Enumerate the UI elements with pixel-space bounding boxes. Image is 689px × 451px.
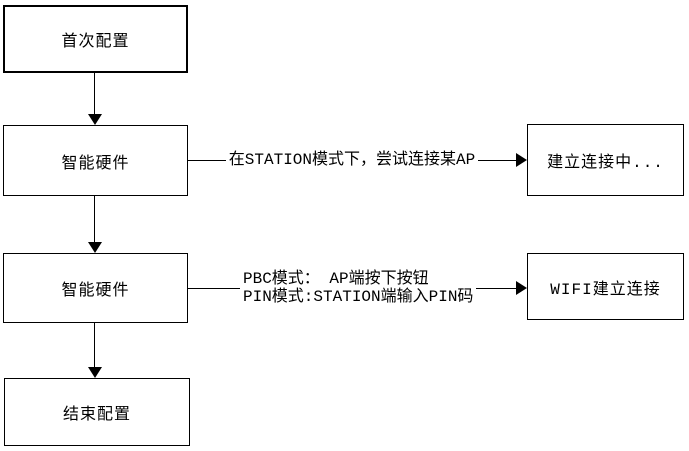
arrowhead-right-icon	[516, 281, 527, 295]
node-end-config: 结束配置	[4, 378, 190, 446]
node-first-config: 首次配置	[3, 5, 188, 73]
edge-label-pbc-pin-mode: PBC模式： AP端按下按钮 PIN模式:STATION端输入PIN码	[240, 270, 477, 306]
arrowhead-down-icon	[88, 367, 102, 378]
node-label: 智能硬件	[61, 282, 130, 300]
node-label: 首次配置	[61, 33, 130, 51]
node-label: 建立连接中...	[547, 154, 664, 172]
arrowhead-down-icon	[88, 114, 102, 125]
node-wifi-connected: WIFI建立连接	[527, 253, 684, 320]
edge-label-line-2: PIN模式:STATION端输入PIN码	[243, 288, 474, 306]
edge-label-station-mode: 在STATION模式下，尝试连接某AP	[188, 151, 516, 169]
arrowhead-down-icon	[88, 242, 102, 253]
node-label: 结束配置	[62, 406, 131, 424]
arrowhead-right-icon	[516, 153, 527, 167]
node-smart-hardware-1: 智能硬件	[3, 125, 188, 196]
node-label: 智能硬件	[61, 154, 130, 173]
connector-line-2	[94, 196, 95, 242]
node-label: WIFI建立连接	[550, 280, 661, 299]
connector-line-1	[94, 73, 95, 114]
node-connecting: 建立连接中...	[527, 124, 684, 196]
edge-label-line-1: PBC模式： AP端按下按钮	[243, 270, 429, 288]
connector-line-3	[94, 323, 95, 367]
node-smart-hardware-2: 智能硬件	[3, 253, 188, 323]
